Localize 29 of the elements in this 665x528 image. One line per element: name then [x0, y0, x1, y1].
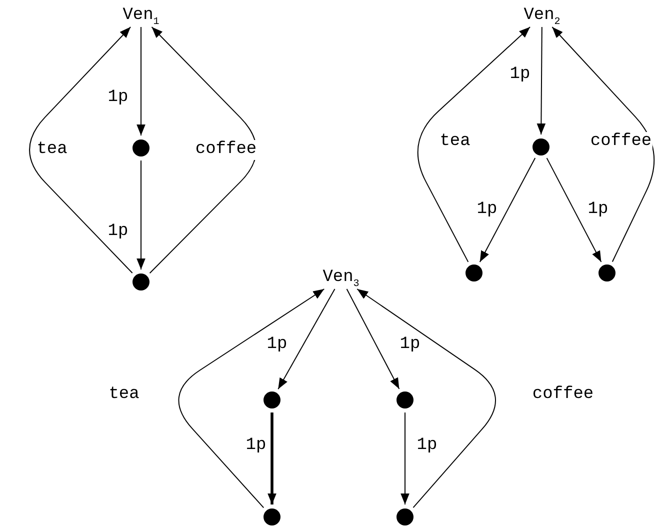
state-dot: [466, 264, 482, 282]
state-dot: [598, 264, 616, 282]
state-dot: [264, 508, 280, 526]
arrow: [346, 288, 400, 390]
arrow: [417, 26, 531, 262]
arrow: [149, 26, 257, 274]
arrow: [479, 158, 536, 262]
arrow: [29, 26, 133, 274]
arrow: [178, 288, 325, 508]
arrow: [136, 160, 146, 270]
arrow: [400, 412, 410, 505]
state-dot: [396, 392, 414, 408]
state-dot: [264, 392, 280, 408]
arrow: [552, 26, 655, 262]
vendor-label: Ven$_{1}$: [120, 6, 162, 26]
arrow: [536, 26, 546, 135]
vendor-label: Ven$_{2}$: [522, 6, 562, 26]
edge-label: coffee: [589, 132, 653, 152]
arrow: [356, 288, 496, 508]
edge-label: coffee: [194, 140, 258, 160]
arrow: [268, 412, 276, 504]
state-dot: [132, 274, 150, 290]
state-dot: [532, 138, 550, 156]
state-dot: [396, 508, 414, 526]
arrow: [546, 158, 602, 262]
arrow: [278, 288, 336, 390]
vendor-label: Ven$_{3}$: [320, 268, 362, 288]
arrow: [136, 26, 146, 136]
state-dot: [132, 140, 150, 156]
